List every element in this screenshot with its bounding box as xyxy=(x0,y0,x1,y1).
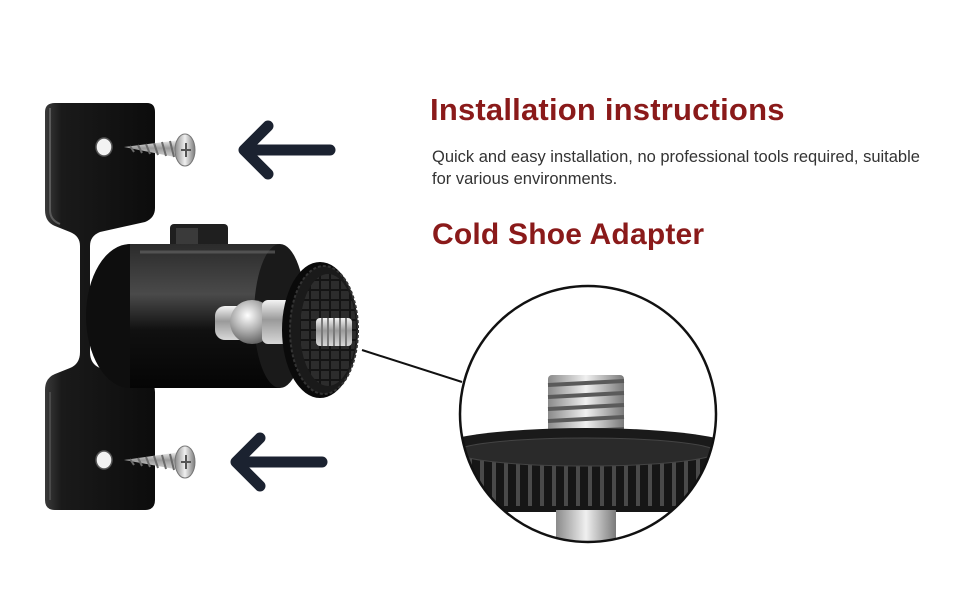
arrow-left-icon xyxy=(238,120,336,180)
installation-title: Installation instructions xyxy=(430,92,785,127)
arrow-left-icon xyxy=(230,432,328,492)
ball-joint xyxy=(215,300,292,344)
screw-top xyxy=(124,133,196,167)
detail-zoom-circle xyxy=(458,284,718,544)
callout-line xyxy=(361,349,463,383)
screw-bottom xyxy=(124,445,196,479)
knurled-knob xyxy=(282,262,359,398)
adapter-title: Cold Shoe Adapter xyxy=(432,218,705,251)
installation-description: Quick and easy installation, no professi… xyxy=(432,148,920,188)
mounting-plate xyxy=(45,103,155,510)
